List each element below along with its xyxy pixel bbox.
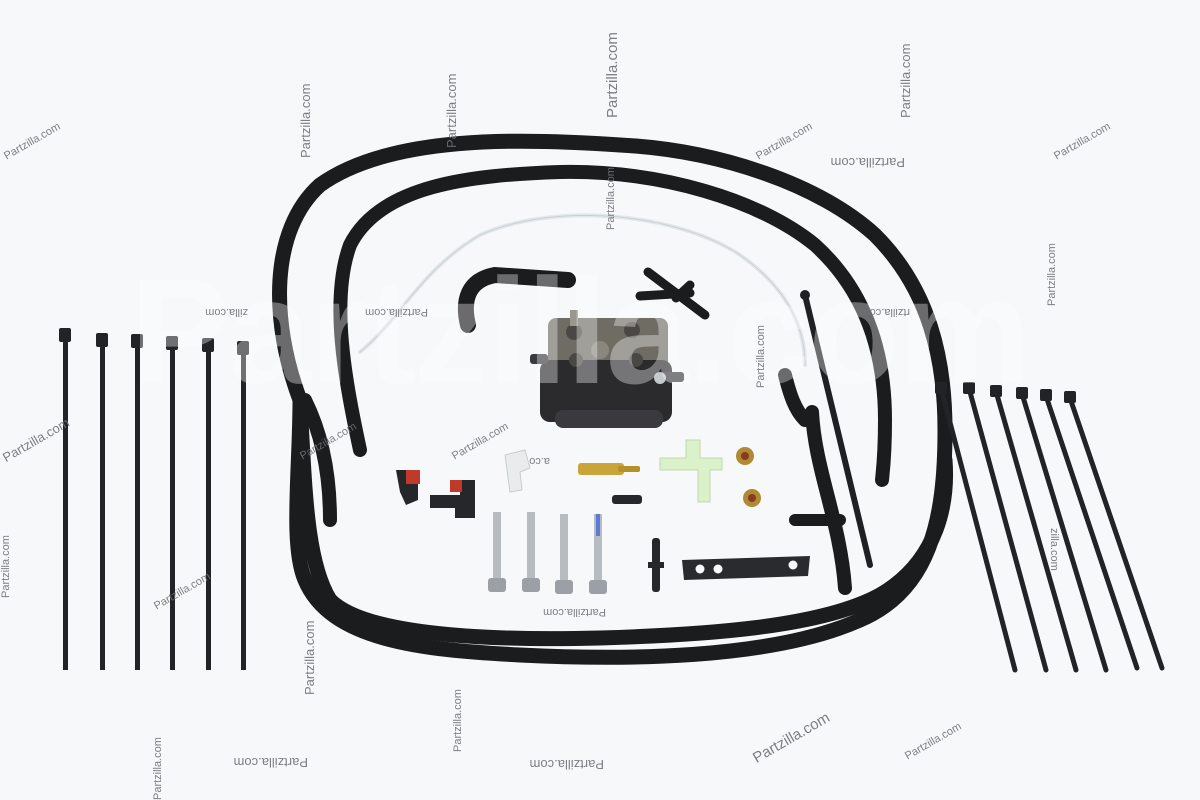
fuel-pump: [530, 310, 684, 428]
bolt-1: [488, 512, 506, 592]
black-pin-connector: [648, 538, 664, 592]
cable-tie: [1040, 389, 1140, 671]
large-watermark: Partzilla.com: [130, 247, 1031, 415]
black-elbow-fitting-red: [396, 470, 420, 505]
watermark-text: Partzilla.com: [152, 737, 164, 800]
bolt-4: [589, 514, 607, 594]
watermark-text: Partzilla.com: [365, 306, 428, 318]
short-hose-left: [298, 393, 337, 527]
cable-tie: [935, 382, 1018, 673]
cable-tie: [1016, 387, 1109, 673]
white-elbow-fitting: [504, 449, 531, 493]
gasket-plate: [682, 556, 810, 580]
cable-tie: [1064, 391, 1165, 671]
watermark-text: rtzilla.com: [860, 306, 910, 318]
cable-ties-right: [935, 382, 1165, 673]
cable-tie: [131, 334, 143, 670]
elbow-hose: [457, 266, 576, 333]
watermark-text: Partzilla.com: [830, 155, 905, 170]
watermark-text: Partzilla.com: [543, 606, 606, 618]
cable-tie: [166, 336, 178, 670]
cable-tie: [202, 338, 214, 670]
watermark-text: Partzilla.com: [604, 32, 621, 118]
cable-ties-left: [59, 328, 249, 670]
inner-fuel-hose: [333, 164, 893, 487]
cable-tie: [990, 385, 1079, 673]
watermark-text: Partzilla.com: [302, 620, 317, 695]
watermark-text: Partzilla.com: [233, 755, 308, 770]
watermark-text: Partzilla.com: [755, 325, 767, 388]
dipstick-rod: [802, 292, 873, 568]
green-tee-fitting: [659, 439, 723, 503]
cable-tie: [59, 328, 71, 670]
second-fuel-hose: [292, 397, 953, 647]
t-hose-vertical: [805, 405, 852, 595]
watermark-text: Partzilla.com: [605, 167, 617, 230]
watermark-text: zilla.com: [205, 306, 248, 318]
brass-barb-fitting: [578, 463, 640, 475]
cable-tie: [963, 382, 1049, 673]
watermark-text: Partzilla.com: [298, 83, 313, 158]
watermark-text: Partzilla.com: [529, 757, 604, 772]
short-hose-right: [778, 368, 812, 427]
bolt-3: [555, 514, 573, 594]
watermark-text: Partzilla.com: [452, 689, 464, 752]
watermark-text: Partzilla.com: [1046, 243, 1058, 306]
cable-tie: [237, 341, 249, 670]
outer-fuel-hose: [272, 133, 953, 665]
y-connector: [635, 267, 710, 320]
watermark-text: Partzilla.com: [898, 43, 913, 118]
watermark-text: Partzilla.com: [444, 73, 459, 148]
watermark-text: Partzilla.com: [0, 535, 12, 598]
bolt-2: [522, 512, 540, 592]
black-elbow-fitting-red-2: [430, 480, 475, 518]
watermark-text: zilla.com: [1048, 528, 1060, 571]
watermark-text: a.co: [529, 455, 550, 467]
small-black-connector: [612, 495, 642, 504]
cable-tie: [96, 333, 108, 670]
